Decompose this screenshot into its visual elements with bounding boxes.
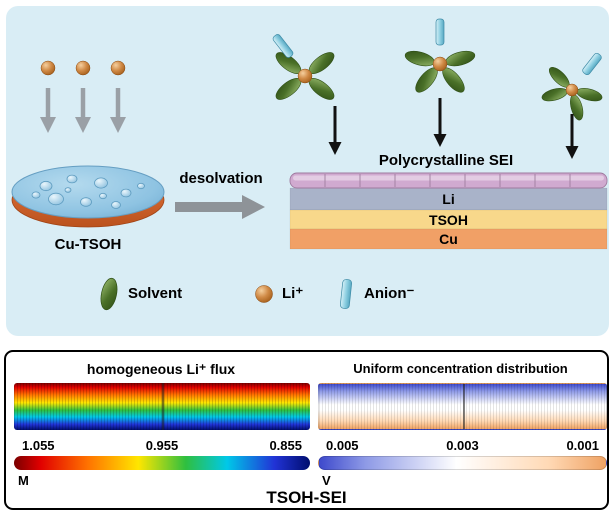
concentration-heatmap xyxy=(318,383,607,430)
anion-rod-icon xyxy=(272,34,294,58)
flux-colorbar xyxy=(14,456,310,470)
li-ion-sphere-icon xyxy=(297,68,313,84)
substrate-label: Cu-TSOH xyxy=(54,236,122,253)
concentration-unit-label: V xyxy=(322,473,331,488)
disk-pore-icons xyxy=(31,174,145,209)
legend-li-ion-label: Li⁺ xyxy=(282,285,304,302)
simulation-caption: TSOH-SEI xyxy=(266,488,347,507)
desolvation-label: desolvation xyxy=(179,170,263,187)
concentration-scale-mid: 0.003 xyxy=(446,438,479,453)
anion-rod-icon xyxy=(340,279,352,309)
bare-li-ion-icons xyxy=(40,60,126,76)
concentration-scale-values: 0.005 0.003 0.001 xyxy=(318,438,607,453)
cu-layer-label: Cu xyxy=(439,231,458,247)
heatmap-divider xyxy=(162,383,164,430)
tsoh-layer-label: TSOH xyxy=(429,212,468,228)
solvated-complex-3 xyxy=(541,52,603,121)
concentration-map-title: Uniform concentration distribution xyxy=(353,361,568,376)
polycrystalline-sei-layer xyxy=(289,172,608,189)
electrode-stack xyxy=(289,172,608,250)
concentration-scale-min: 0.001 xyxy=(566,438,599,453)
flux-scale-values: 1.055 0.955 0.855 xyxy=(14,438,310,453)
simulation-panel: homogeneous Li⁺ flux Uniform concentrati… xyxy=(4,350,609,510)
concentration-scale-max: 0.005 xyxy=(326,438,359,453)
flux-map-title: homogeneous Li⁺ flux xyxy=(86,361,236,377)
flux-scale-min: 0.855 xyxy=(269,438,302,453)
flux-scale-mid: 0.955 xyxy=(145,438,179,453)
polycrystalline-sei-label: Polycrystalline SEI xyxy=(378,152,514,169)
legend-anion-label: Anion⁻ xyxy=(364,285,415,302)
li-layer-label: Li xyxy=(442,191,455,207)
solvated-complex-2 xyxy=(404,18,476,93)
anion-rod-icon xyxy=(435,18,445,46)
concentration-colorbar xyxy=(318,456,607,470)
solvated-complex-1 xyxy=(272,34,335,100)
li-ion-sphere-icon xyxy=(432,56,448,72)
flux-heatmap xyxy=(14,383,310,430)
legend-icons xyxy=(100,277,352,311)
flux-scale-max: 1.055 xyxy=(22,438,55,453)
schematic-panel: desolvation Cu-TSOH Polycrystalline SEI … xyxy=(6,6,609,336)
heatmap-divider xyxy=(462,384,465,429)
plating-arrow-icons xyxy=(328,98,579,159)
flux-unit-label: M xyxy=(18,473,29,488)
cu-layer xyxy=(289,228,608,250)
cu-tsoh-disk xyxy=(11,165,165,228)
schematic-graphics xyxy=(11,18,608,311)
deposition-arrow-icons xyxy=(40,88,126,133)
li-ion-sphere-icon xyxy=(565,83,579,97)
solvent-ellipse-icon xyxy=(100,277,118,311)
legend-solvent-label: Solvent xyxy=(128,285,183,302)
anion-rod-icon xyxy=(582,52,602,76)
li-ion-sphere-icon xyxy=(255,285,273,303)
desolvation-arrow-icon xyxy=(175,195,265,219)
